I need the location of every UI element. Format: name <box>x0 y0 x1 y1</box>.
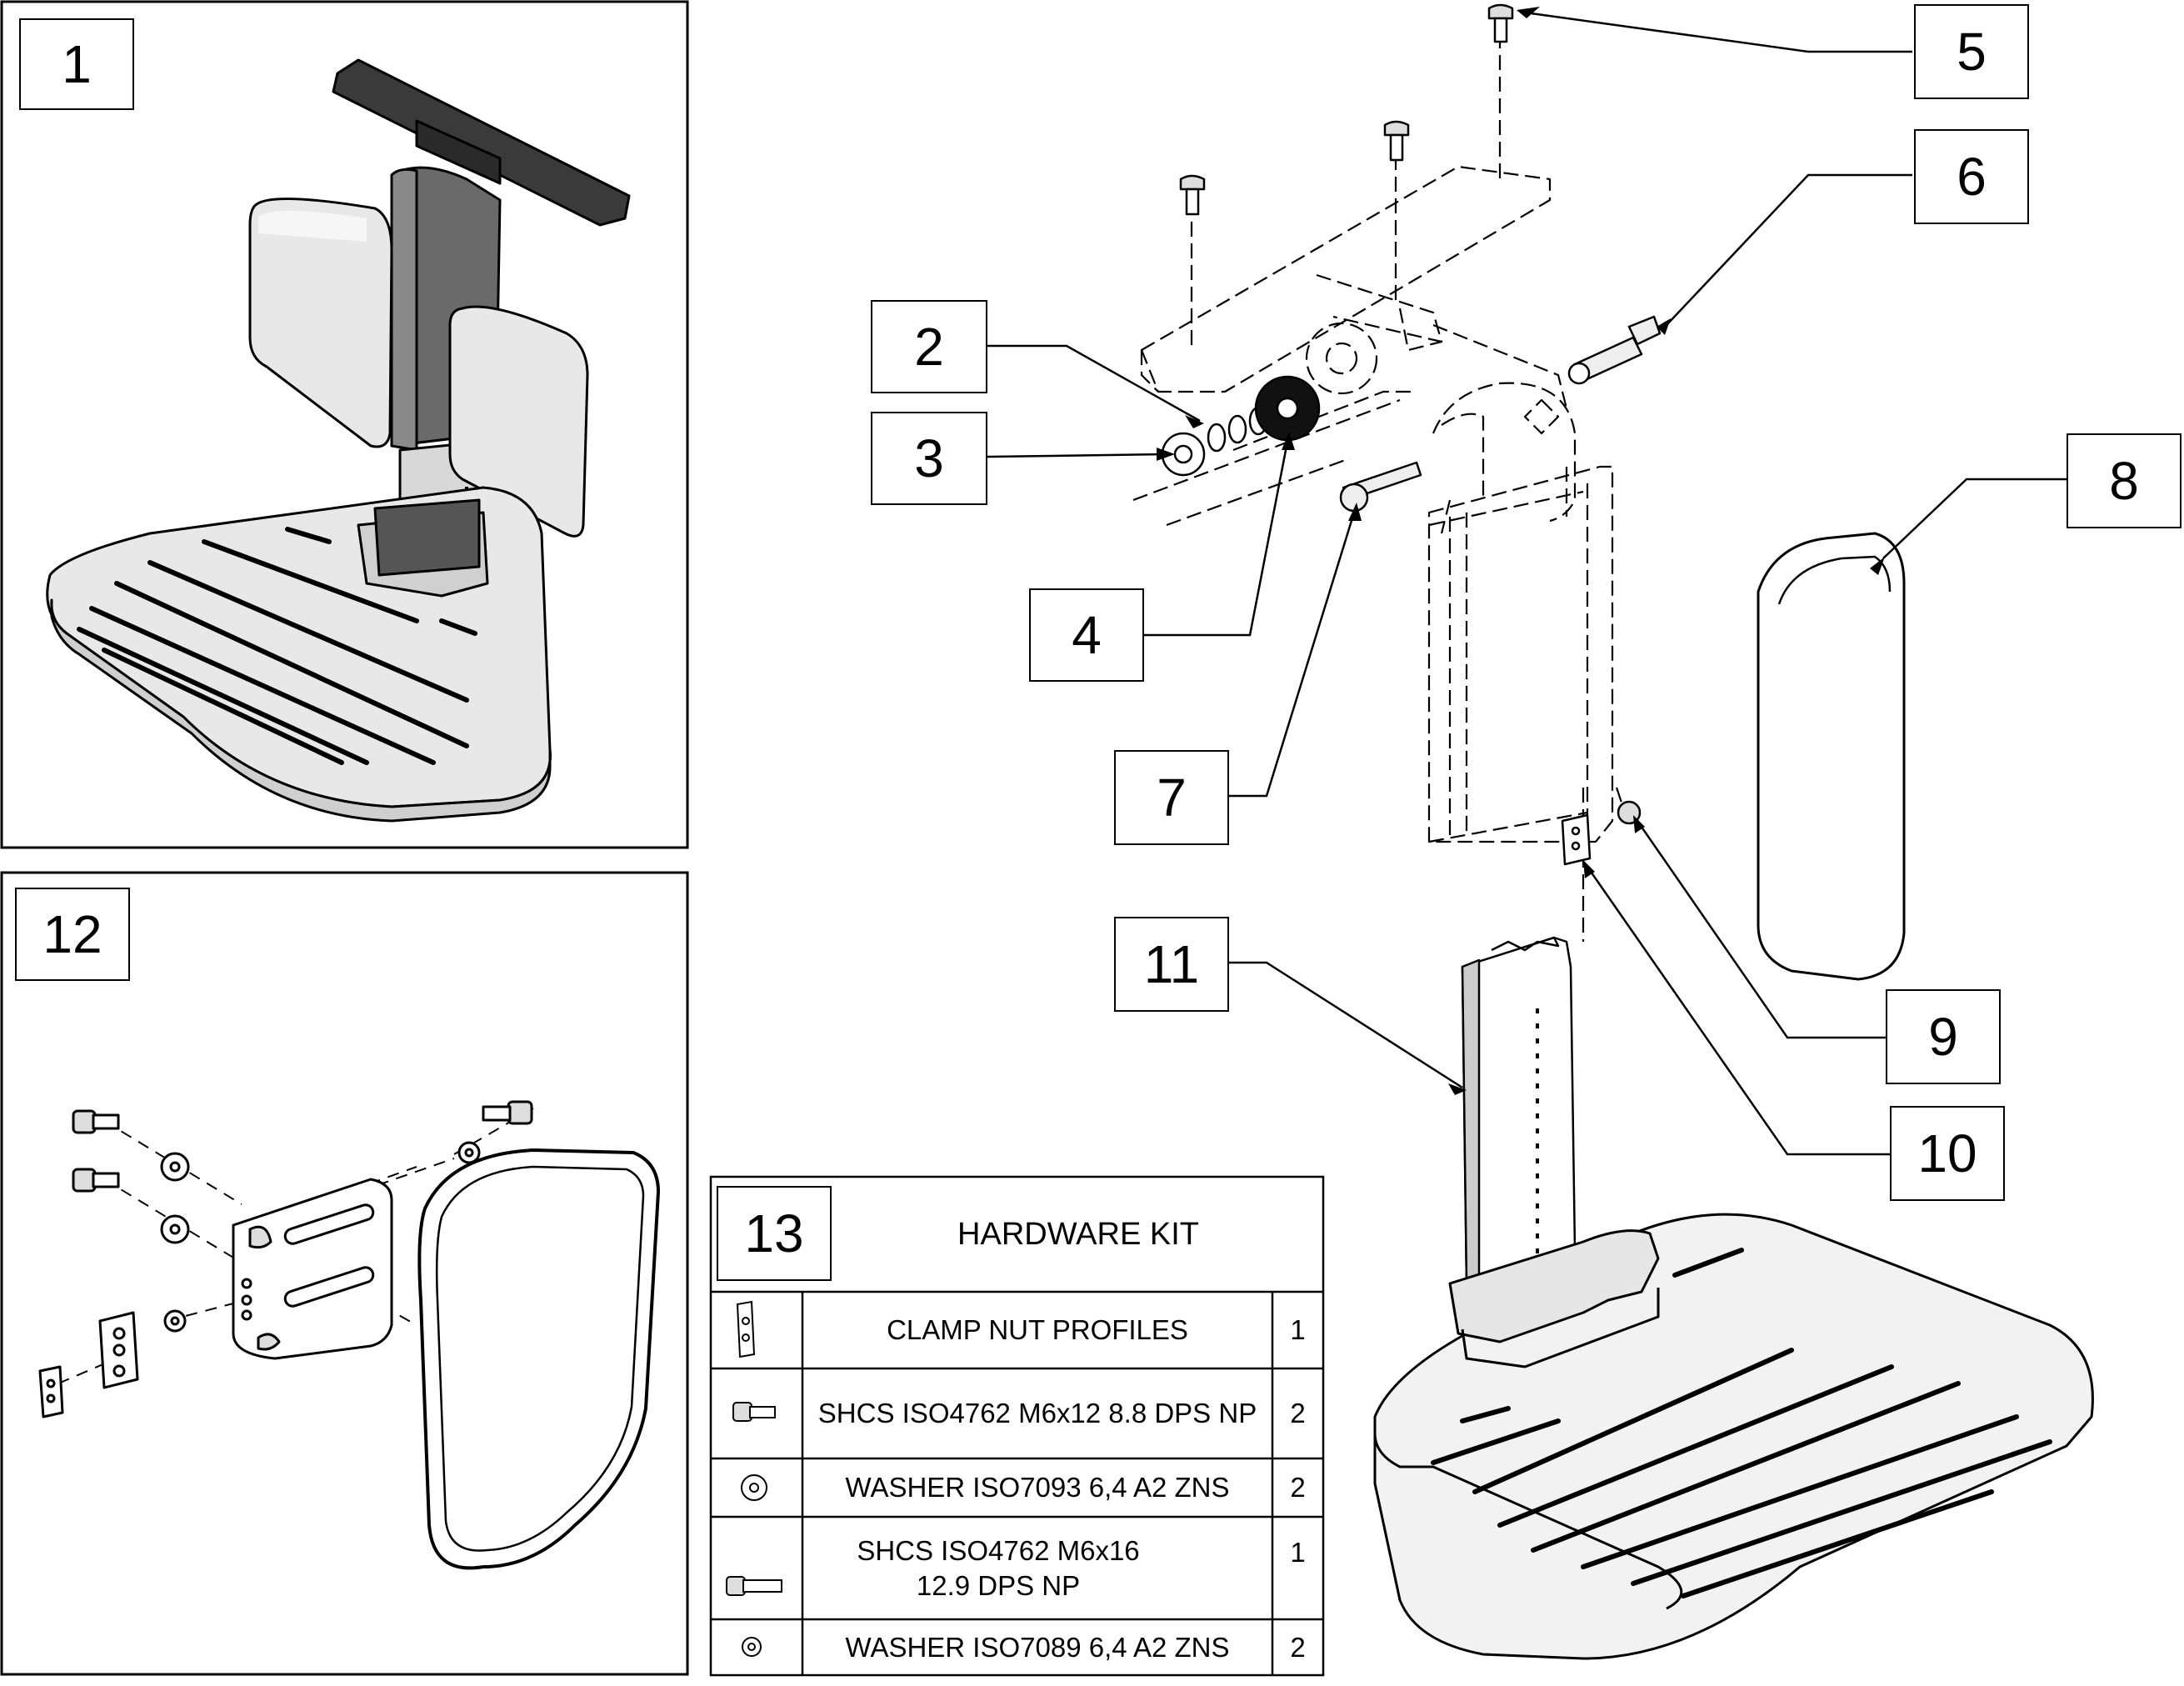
callout-5: 5 <box>1914 4 2029 99</box>
callout-10: 10 <box>1890 1106 2005 1201</box>
callout-8: 8 <box>2067 433 2182 528</box>
kit-row-5-qty: 2 <box>1290 1631 1306 1663</box>
leader-lines <box>870 11 2067 1156</box>
clamp-nut-icon <box>736 1300 756 1358</box>
callout-1: 1 <box>19 18 134 110</box>
callout-9: 9 <box>1886 989 2001 1084</box>
leader-arrowheads <box>1157 7 1885 1095</box>
telescopic-column <box>1461 936 1577 1285</box>
kit-row-5-description: WASHER ISO7089 6,4 A2 ZNS <box>845 1631 1230 1663</box>
kit-row-3-qty: 2 <box>1290 1472 1306 1503</box>
panel-1-frame <box>0 0 689 849</box>
screw-shapes <box>72 1100 533 1193</box>
small-washer-icon <box>742 1637 762 1657</box>
kit-row-2-qty: 2 <box>1290 1398 1306 1428</box>
callout-11: 11 <box>1114 917 1229 1012</box>
side-pad <box>1757 532 1906 981</box>
kit-row-4-qty: 1 <box>1290 1536 1306 1568</box>
panel-12-frame <box>0 871 689 1676</box>
hardware-kit-table <box>709 1175 1325 1677</box>
kit-row-4-description: SHCS ISO4762 M6x16 12.9 DPS NP <box>857 1535 1140 1601</box>
assembled-footrest-illustration <box>46 58 631 823</box>
side-pad-exploded-illustration <box>38 1100 660 1570</box>
callout-2: 2 <box>871 300 987 393</box>
callout-3: 3 <box>871 412 987 505</box>
callout-7: 7 <box>1114 750 1229 845</box>
long-bolt <box>1339 461 1422 513</box>
phantom-bracket <box>1132 33 1627 942</box>
callout-6: 6 <box>1914 129 2029 224</box>
threaded-spacer <box>1567 315 1662 385</box>
kit-icons <box>726 1300 782 1657</box>
callout-13: 13 <box>717 1186 832 1281</box>
kit-row-2-description: SHCS ISO4762 M6x12 8.8 DPS NP <box>817 1398 1257 1429</box>
clamp-nut-small <box>1561 813 1592 866</box>
hardware-kit-title: HARDWARE KIT <box>957 1216 1199 1252</box>
kit-row-1-qty: 1 <box>1290 1314 1306 1345</box>
kit-row-3-description: WASHER ISO7093 6,4 A2 ZNS <box>845 1472 1230 1503</box>
socket-screw-short-icon <box>732 1402 776 1422</box>
exploded-main-assembly <box>1132 3 2094 1660</box>
kit-row-1-description: CLAMP NUT PROFILES <box>887 1314 1188 1346</box>
cap-screws <box>1179 3 1514 216</box>
clamp-ring-set <box>1161 375 1321 477</box>
footplate-base <box>1373 1213 2094 1660</box>
washer-icon <box>741 1474 767 1501</box>
callout-12: 12 <box>15 888 130 981</box>
callout-4: 4 <box>1029 588 1144 682</box>
socket-screw-long-icon <box>726 1576 782 1596</box>
